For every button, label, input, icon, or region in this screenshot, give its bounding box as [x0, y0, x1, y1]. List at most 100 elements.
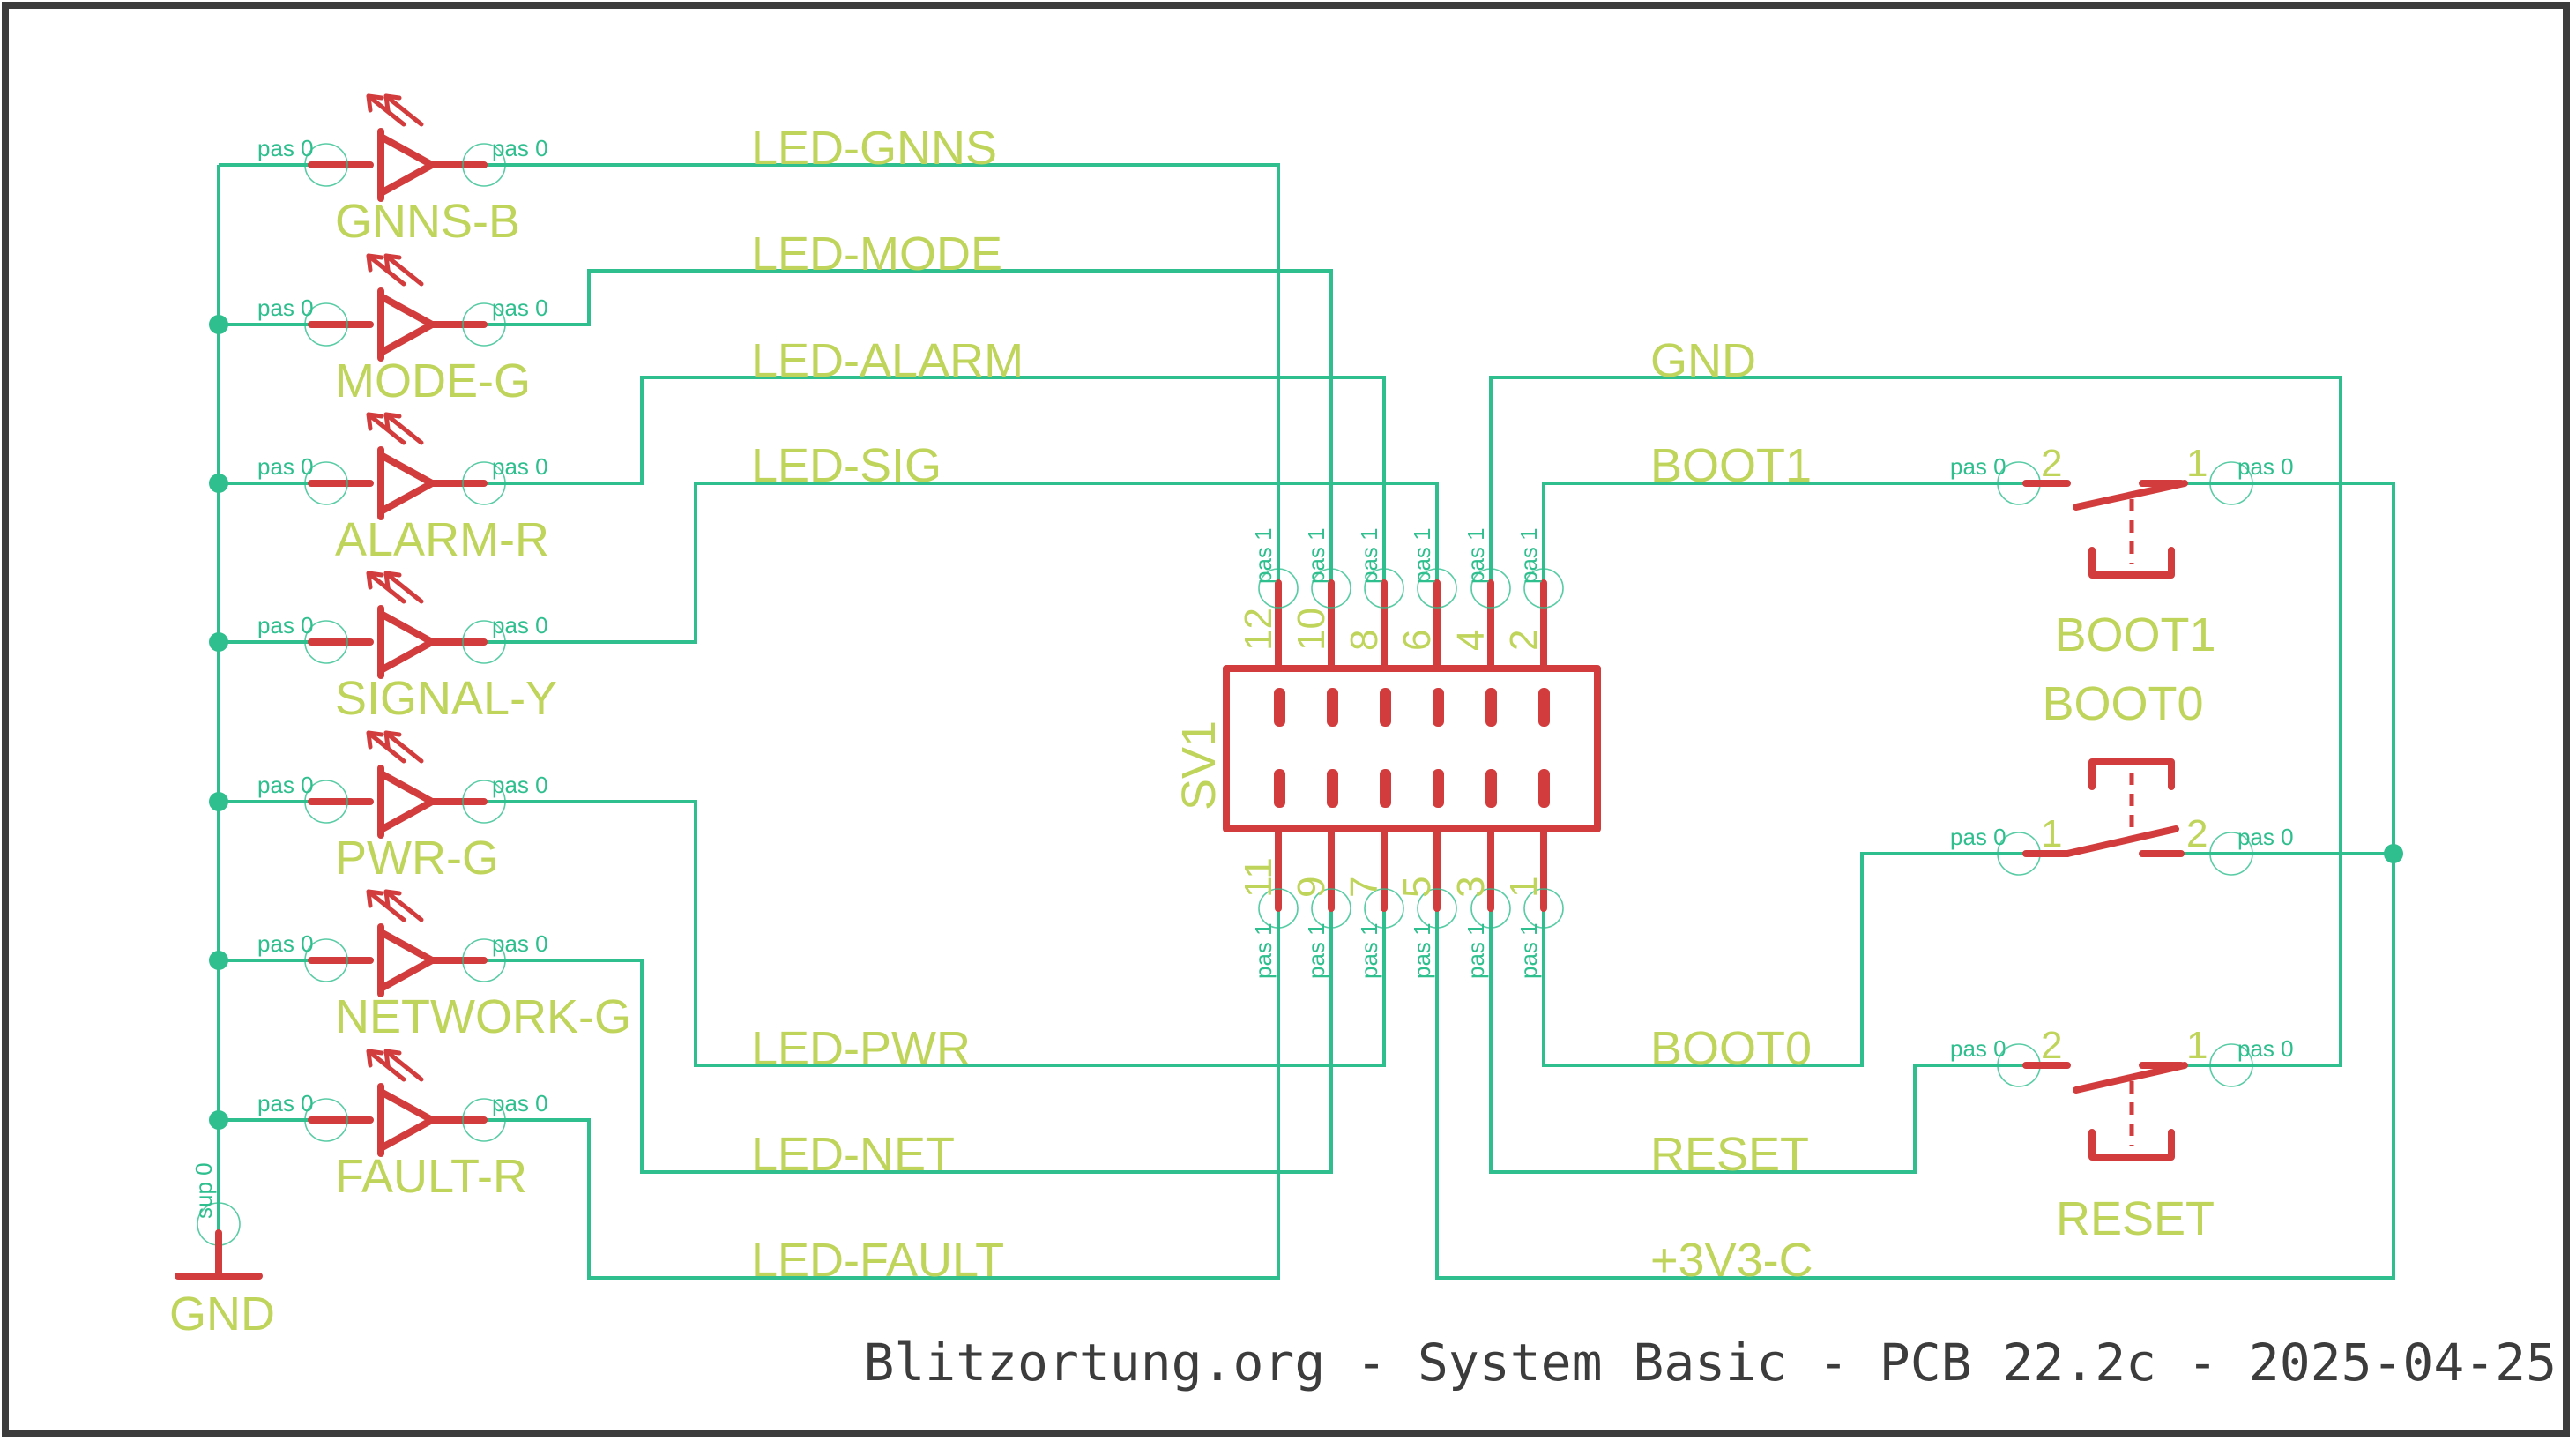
pin-tag: pas 0 — [257, 295, 314, 321]
led-alarm: pas 0 pas 0 ALARM-R — [257, 412, 549, 566]
pin-tag: pas 0 — [257, 772, 314, 798]
gnd-label: GND — [169, 1288, 275, 1340]
pin-tag: pas 0 — [492, 930, 548, 957]
title-block: Blitzortung.org - System Basic - PCB 22.… — [863, 1333, 2557, 1392]
supply-tag: sup 0 — [190, 1162, 217, 1219]
pin-tag: pas 0 — [1950, 824, 2006, 850]
pin-number: 11 — [1237, 857, 1280, 898]
net-label: LED-PWR — [751, 1022, 971, 1075]
led-wires — [484, 163, 1439, 1280]
pin-number: 4 — [1449, 630, 1493, 651]
pin-tag: pas 1 — [1250, 527, 1277, 584]
pin-number: 7 — [1343, 877, 1386, 898]
pin-tag: pas 0 — [2237, 453, 2294, 480]
led-gnns: pas 0 pas 0 GNNS-B — [257, 93, 548, 248]
led-net-labels: LED-GNNS LED-MODE LED-ALARM LED-SIG LED-… — [751, 122, 1024, 1287]
switch-name: RESET — [2056, 1192, 2215, 1245]
pin-number: 2 — [2041, 442, 2062, 485]
led-name: PWR-G — [335, 832, 499, 885]
header-pin-numbers: 12 10 8 6 4 2 11 9 7 5 3 1 — [1237, 608, 1545, 898]
header-name: SV1 — [1173, 720, 1225, 810]
pin-tag: pas 1 — [1515, 527, 1542, 584]
led-pwr: pas 0 pas 0 PWR-G — [257, 730, 548, 885]
switch-boot0: pas 0 pas 0 1 2 BOOT0 — [1950, 677, 2294, 876]
switch-boot1: pas 0 pas 0 2 1 BOOT1 — [1950, 442, 2294, 661]
pin-tag: pas 0 — [257, 135, 314, 161]
led-name: FAULT-R — [335, 1150, 527, 1203]
pin-tag: pas 1 — [1409, 527, 1435, 584]
net-label: LED-SIG — [751, 439, 942, 492]
led-name: GNNS-B — [335, 195, 520, 248]
pin-tag: pas 0 — [492, 1090, 548, 1116]
net-label: BOOT1 — [1650, 439, 1812, 492]
pin-tag: pas 1 — [1463, 527, 1489, 584]
pin-number: 3 — [1449, 877, 1493, 898]
right-wires — [1435, 376, 2403, 1280]
pin-number: 1 — [2186, 1024, 2207, 1067]
pin-number: 1 — [2186, 442, 2207, 485]
pin-tag: pas 1 — [1303, 527, 1329, 584]
led-name: ALARM-R — [335, 513, 549, 566]
pin-tag: pas 1 — [1356, 527, 1382, 584]
pin-number: 12 — [1237, 608, 1280, 651]
led-mode: pas 0 pas 0 MODE-G — [257, 253, 548, 407]
pin-number: 9 — [1290, 877, 1333, 898]
pin-number: 6 — [1396, 630, 1439, 651]
right-net-labels: GND BOOT1 BOOT0 RESET +3V3-C — [1650, 334, 1813, 1287]
pin-tag: pas 0 — [492, 772, 548, 798]
header-pin-tags: pas 1 pas 1 pas 1 pas 1 pas 1 pas 1 pas … — [1250, 527, 1542, 979]
led-signal: pas 0 pas 0 SIGNAL-Y — [257, 571, 557, 725]
switch-name: BOOT1 — [2054, 609, 2215, 661]
pin-tag: pas 1 — [1250, 922, 1277, 979]
pin-number: 8 — [1343, 630, 1386, 651]
header-pin-bars — [1274, 688, 1550, 808]
net-label: LED-NET — [751, 1128, 955, 1181]
pin-tag: pas 0 — [257, 453, 314, 480]
pin-number: 1 — [2041, 812, 2062, 855]
header-pin-rings — [1258, 568, 1564, 929]
led-name: SIGNAL-Y — [335, 672, 557, 725]
pin-number: 2 — [1502, 630, 1545, 651]
pin-tag: pas 0 — [2237, 824, 2294, 850]
net-label: LED-FAULT — [751, 1234, 1004, 1287]
pin-number: 2 — [2041, 1024, 2062, 1067]
header-pin-leads — [1275, 579, 1547, 912]
pin-tag: pas 0 — [1950, 1035, 2006, 1062]
switch-reset: pas 0 pas 0 2 1 RESET — [1950, 1024, 2294, 1245]
pin-number: 2 — [2186, 812, 2207, 855]
pin-number: 1 — [1502, 877, 1545, 898]
pin-tag: pas 0 — [257, 1090, 314, 1116]
gnd-bus — [209, 163, 311, 1274]
pin-tag: pas 0 — [492, 453, 548, 480]
pin-tag: pas 0 — [257, 930, 314, 957]
pin-tag: pas 0 — [1950, 453, 2006, 480]
net-label: +3V3-C — [1650, 1234, 1813, 1287]
pin-tag: pas 1 — [1409, 922, 1435, 979]
pin-tag: pas 0 — [492, 612, 548, 638]
led-network: pas 0 pas 0 NETWORK-G — [257, 889, 631, 1043]
pin-tag: pas 0 — [492, 295, 548, 321]
net-label: LED-GNNS — [751, 122, 997, 175]
pin-tag: pas 1 — [1463, 922, 1489, 979]
gnd-symbol: sup 0 GND — [169, 1162, 275, 1340]
led-fault: pas 0 pas 0 FAULT-R — [257, 1049, 548, 1203]
led-name: MODE-G — [335, 355, 531, 407]
net-label: GND — [1650, 334, 1756, 387]
pin-tag: pas 1 — [1515, 922, 1542, 979]
pin-tag: pas 1 — [1303, 922, 1329, 979]
pin-tag: pas 1 — [1356, 922, 1382, 979]
header-sv1: SV1 pas 1 pas — [1173, 527, 1601, 979]
net-label: LED-MODE — [751, 228, 1002, 280]
switch-name: BOOT0 — [2042, 677, 2203, 730]
net-label: LED-ALARM — [751, 334, 1024, 387]
net-label: BOOT0 — [1650, 1022, 1812, 1075]
pin-tag: pas 0 — [2237, 1035, 2294, 1062]
pin-number: 5 — [1396, 877, 1439, 898]
led-name: NETWORK-G — [335, 990, 631, 1043]
pin-tag: pas 0 — [257, 612, 314, 638]
pin-number: 10 — [1290, 608, 1333, 651]
net-label: RESET — [1650, 1128, 1809, 1181]
pin-tag: pas 0 — [492, 135, 548, 161]
